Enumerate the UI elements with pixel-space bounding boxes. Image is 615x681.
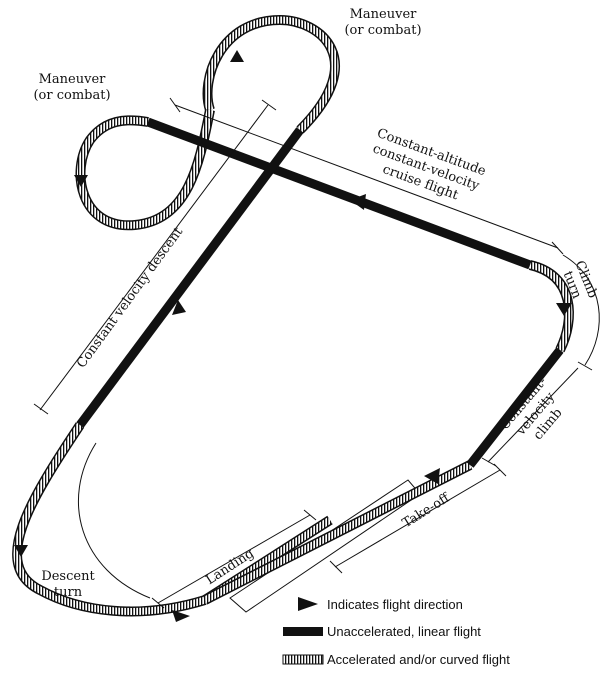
label-descent-turn-1: Descent — [41, 569, 95, 584]
cruise-segment — [146, 117, 532, 270]
legend-unaccelerated-text: Unaccelerated, linear flight — [327, 624, 481, 639]
extent-lines — [33, 97, 600, 609]
arrow-cruise — [350, 194, 366, 210]
arrow-descent — [172, 300, 186, 315]
unaccelerated-segments — [76, 117, 564, 468]
label-maneuver-left-1: Maneuver — [39, 72, 107, 87]
accelerated-segments — [12, 14, 574, 617]
label-maneuver-top-1: Maneuver — [350, 7, 418, 22]
label-maneuver-left-2: (or combat) — [33, 88, 110, 103]
arrow-climb-turn — [556, 303, 572, 316]
label-maneuver-top-2: (or combat) — [344, 23, 421, 38]
direction-arrows — [14, 50, 572, 622]
legend: Indicates flight direction Unaccelerated… — [282, 597, 510, 667]
arrow-takeoff — [424, 468, 440, 484]
diagram-labels: Maneuver (or combat) Maneuver (or combat… — [33, 7, 600, 600]
arrow-landing — [172, 610, 190, 622]
label-descent-turn-2: turn — [54, 585, 83, 600]
legend-direction-text: Indicates flight direction — [327, 597, 463, 612]
arrow-maneuver-top — [230, 50, 244, 62]
legend-hatched-swatch — [282, 654, 324, 665]
legend-accelerated-text: Accelerated and/or curved flight — [327, 652, 510, 667]
climb-segment — [466, 347, 564, 468]
legend-arrow-icon — [298, 597, 318, 611]
arrow-descent-turn — [14, 545, 28, 557]
arrow-maneuver-left — [74, 175, 88, 187]
legend-solid-swatch — [283, 627, 323, 636]
descent-segment — [76, 127, 304, 428]
